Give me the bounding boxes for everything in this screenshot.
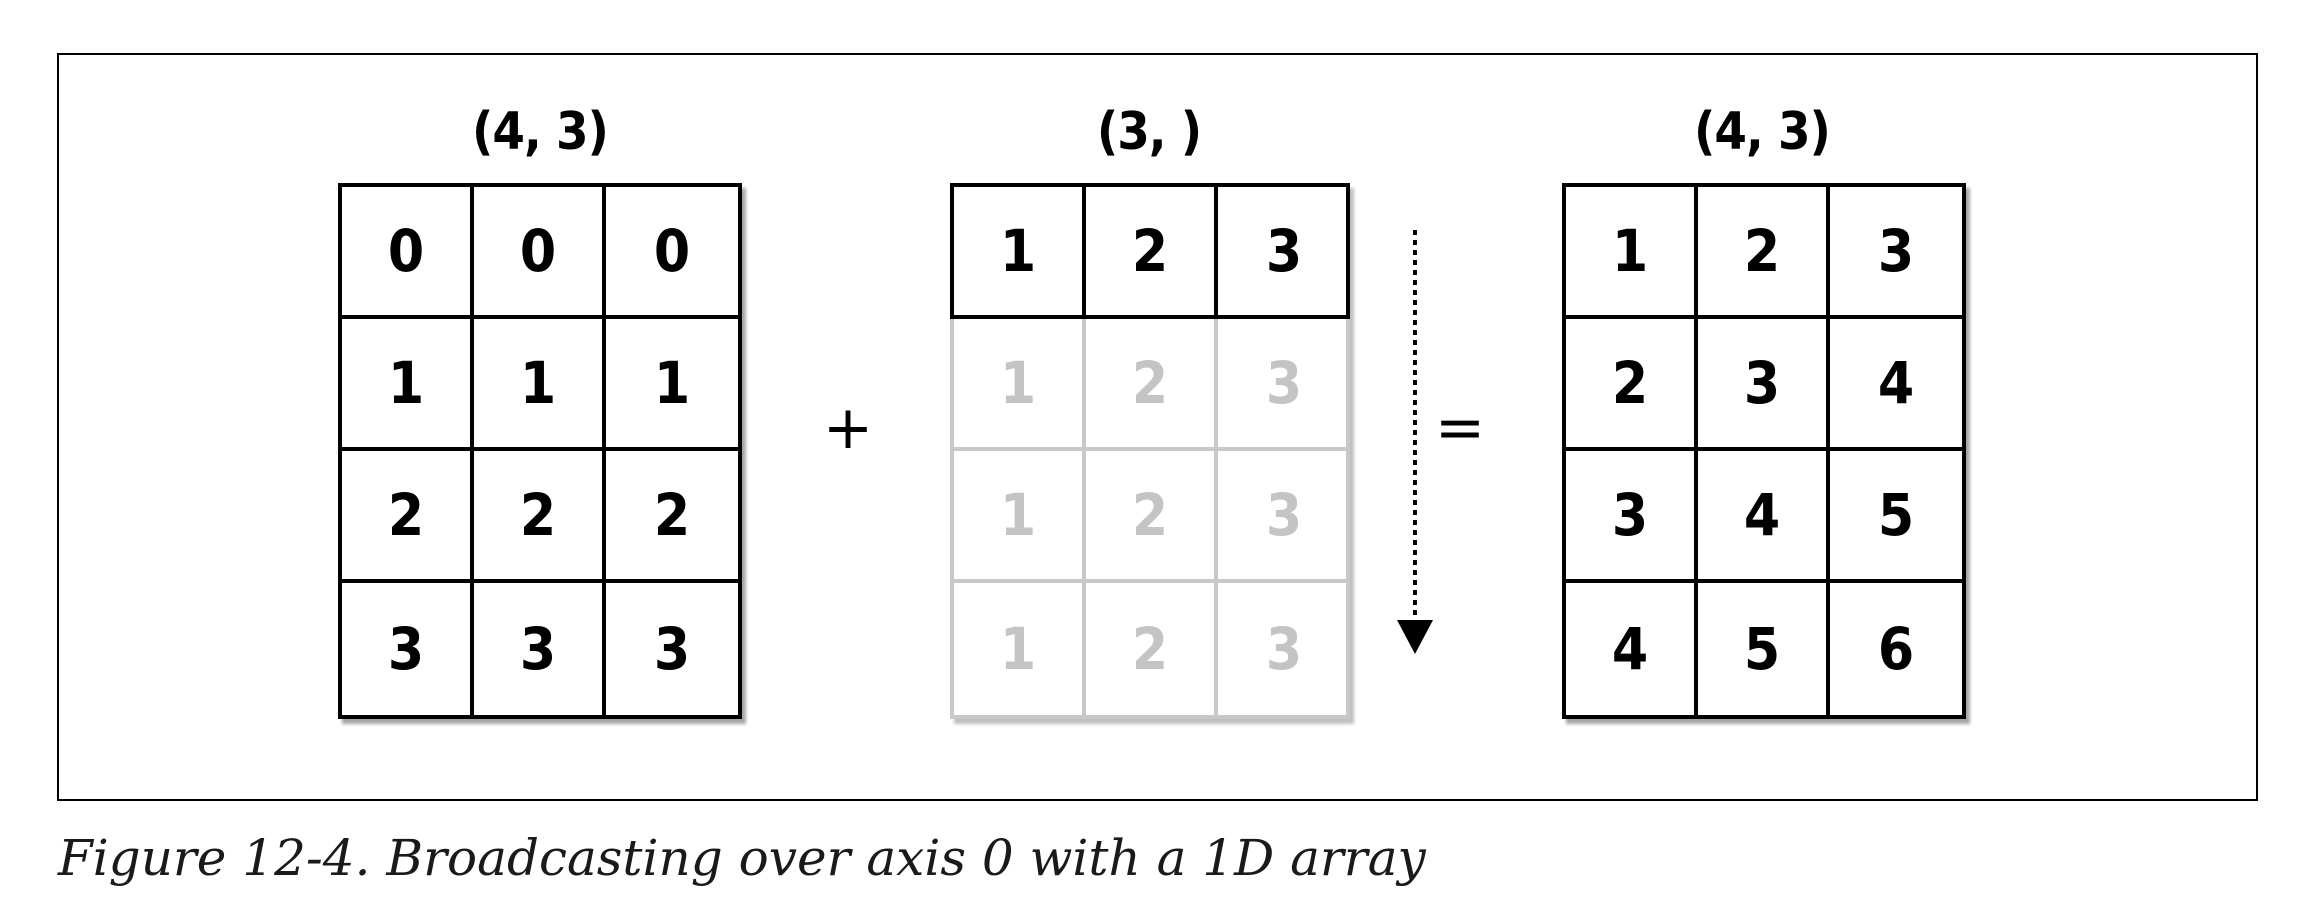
- left-array-shape-label: (4, 3): [472, 102, 609, 162]
- left-array-cell: 1: [606, 319, 738, 451]
- broadcast-row: 1 2 3: [954, 583, 1346, 715]
- broadcast-arrow-icon: [1397, 230, 1433, 654]
- broadcast-row: 1 2 3: [954, 319, 1350, 451]
- broadcast-cell: 2: [1086, 583, 1218, 715]
- broadcast-cell: 3: [1218, 319, 1350, 451]
- middle-array-shape-label: (3, ): [1096, 102, 1202, 162]
- broadcast-cell: 2: [1086, 451, 1218, 583]
- middle-array-cell: 3: [1265, 217, 1303, 285]
- result-array-shape-label: (4, 3): [1694, 102, 1831, 162]
- left-array-cell: 1: [474, 319, 606, 451]
- result-array-cell: 5: [1830, 451, 1962, 583]
- result-array-cell: 4: [1566, 583, 1698, 715]
- left-array-cell: 0: [342, 187, 474, 319]
- result-array-cell: 2: [1698, 187, 1830, 319]
- result-array-cell: 1: [1566, 187, 1698, 319]
- broadcast-row: 1 2 3: [954, 451, 1350, 583]
- result-array-grid: 1 2 3 2 3 4 3 4 5 4 5 6: [1562, 183, 1966, 719]
- broadcast-cell: 3: [1265, 615, 1303, 683]
- left-array-cell: 3: [342, 583, 474, 715]
- left-array-cell: 3: [474, 583, 606, 715]
- result-array-cell: 4: [1830, 319, 1962, 451]
- result-array-cell: 5: [1698, 583, 1830, 715]
- result-array-cell: 2: [1566, 319, 1698, 451]
- plus-operator: +: [822, 393, 874, 463]
- broadcast-ghost-rows: 1 2 3 1 2 3 1 2 3: [950, 319, 1350, 719]
- result-array-cell: 3: [1566, 451, 1698, 583]
- broadcast-cell: 1: [954, 583, 1086, 715]
- left-array-cell: 2: [606, 451, 738, 583]
- broadcast-cell: 1: [954, 319, 1086, 451]
- left-array-cell: 1: [342, 319, 474, 451]
- left-array-cell: 3: [653, 615, 691, 683]
- middle-array-cell: 2: [1086, 187, 1218, 315]
- left-array-grid: 0 0 0 1 1 1 2 2 2 3 3 3: [338, 183, 742, 719]
- broadcast-cell: 2: [1086, 319, 1218, 451]
- result-array-cell: 6: [1877, 615, 1915, 683]
- middle-array-row: 1 2 3: [950, 183, 1350, 319]
- result-array-cell: 3: [1698, 319, 1830, 451]
- figure-caption: Figure 12-4. Broadcasting over axis 0 wi…: [58, 829, 1426, 887]
- left-array-cell: 0: [474, 187, 606, 319]
- left-array-cell: 0: [606, 187, 738, 319]
- middle-array-grid: 1 2 3 1 2 3 1 2 3 1 2 3: [950, 183, 1350, 719]
- broadcast-cell: 3: [1218, 451, 1350, 583]
- left-array-cell: 2: [342, 451, 474, 583]
- result-array-cell: 3: [1830, 187, 1962, 319]
- equals-operator: =: [1434, 393, 1486, 463]
- broadcast-cell: 1: [954, 451, 1086, 583]
- result-array-cell: 4: [1698, 451, 1830, 583]
- middle-array-cell: 1: [954, 187, 1086, 315]
- left-array-cell: 2: [474, 451, 606, 583]
